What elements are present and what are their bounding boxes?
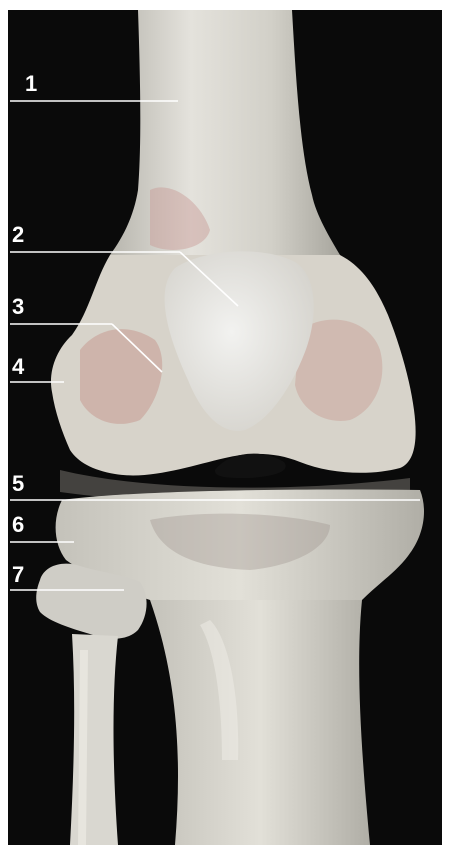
tibia-shaft — [150, 600, 370, 845]
label-6: 6 — [12, 514, 24, 536]
label-4: 4 — [12, 356, 24, 378]
fibula-shaft — [70, 634, 118, 845]
label-2: 2 — [12, 224, 24, 246]
label-3: 3 — [12, 296, 24, 318]
label-1: 1 — [25, 73, 37, 95]
label-7: 7 — [12, 564, 24, 586]
label-5: 5 — [12, 473, 24, 495]
